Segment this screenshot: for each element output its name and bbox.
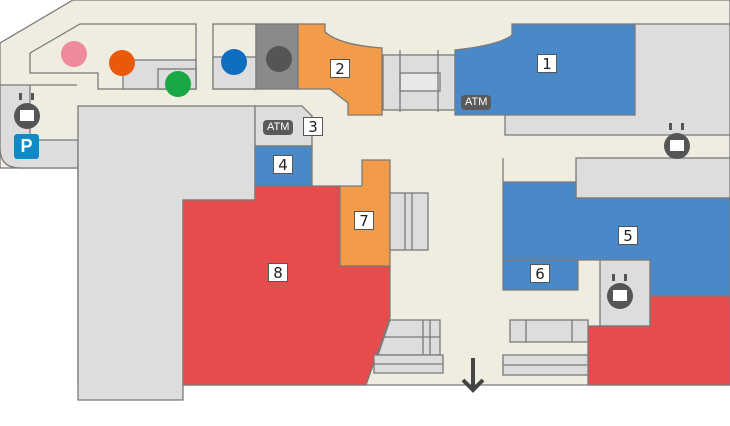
room-label-4[interactable]: 4 (273, 155, 293, 174)
elevator-icon (14, 93, 690, 309)
stairs-bottom-left (372, 319, 444, 374)
mens-restroom-icon (221, 49, 247, 75)
room-label-2[interactable]: 2 (330, 59, 350, 78)
room-label-5[interactable]: 5 (618, 226, 638, 245)
shop-red-right (587, 295, 730, 386)
smoking-area-icon (266, 46, 292, 72)
escalator-top (382, 50, 456, 112)
room-label-8[interactable]: 8 (268, 263, 288, 282)
womens-restroom-icon (109, 50, 135, 76)
parking-sign: P (14, 134, 39, 159)
room-label-1[interactable]: 1 (537, 54, 557, 73)
gray-block-right (504, 23, 730, 136)
room-label-3[interactable]: 3 (303, 117, 323, 136)
gray-block-mid-right (575, 157, 730, 199)
room-label-7[interactable]: 7 (354, 211, 374, 230)
stairs-bottom-right (502, 319, 589, 376)
atm-badge: ATM (461, 95, 492, 110)
accessible-restroom-icon (165, 71, 191, 97)
exit-arrow-icon[interactable] (461, 358, 485, 393)
escalator-middle (389, 192, 429, 251)
room-label-6[interactable]: 6 (530, 264, 550, 283)
atm-badge: ATM (263, 120, 294, 135)
baby-care-icon (61, 41, 87, 67)
